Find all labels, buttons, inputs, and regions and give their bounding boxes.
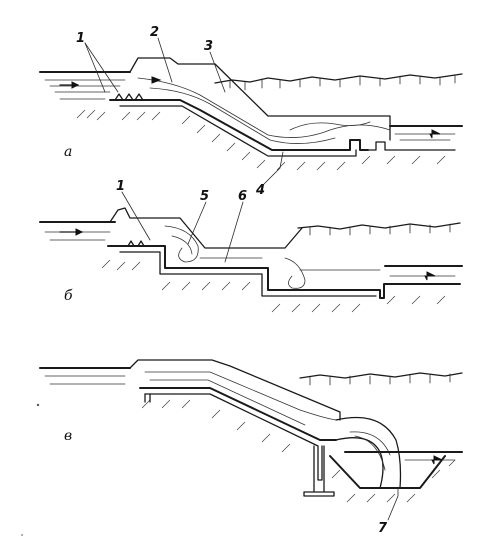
panel-v: 7 в bbox=[39, 359, 463, 536]
crest-structure-a bbox=[129, 57, 391, 141]
ground-ticks-a bbox=[229, 74, 456, 91]
callout-5-b: 5 bbox=[200, 189, 209, 204]
ground-surface-v bbox=[299, 372, 463, 379]
panel-b: 1 5 6 б bbox=[39, 179, 463, 313]
callout-7-v: 7 bbox=[378, 521, 388, 536]
ground-surface-b bbox=[297, 222, 461, 230]
chute-floor-a bbox=[109, 99, 369, 151]
variant-label-v: в bbox=[64, 428, 72, 444]
callout-3-a: 3 bbox=[204, 39, 213, 54]
callout-1-a: 1 bbox=[76, 31, 85, 46]
cantilever-chute-v bbox=[129, 359, 341, 421]
callout-2-a: 2 bbox=[150, 25, 159, 40]
callout-1-b: 1 bbox=[116, 179, 125, 194]
callout-4-a: 4 bbox=[255, 183, 265, 198]
variant-label-a: а bbox=[64, 144, 72, 160]
drop-steps-b bbox=[107, 245, 461, 299]
variant-label-b: б bbox=[64, 288, 73, 304]
ground-surface-a bbox=[214, 73, 463, 84]
panel-a: 1 2 3 4 а bbox=[39, 25, 463, 198]
scour-pit-v bbox=[329, 455, 446, 489]
ground-hatching-a bbox=[76, 109, 446, 171]
callout-6-b: 6 bbox=[238, 189, 247, 204]
